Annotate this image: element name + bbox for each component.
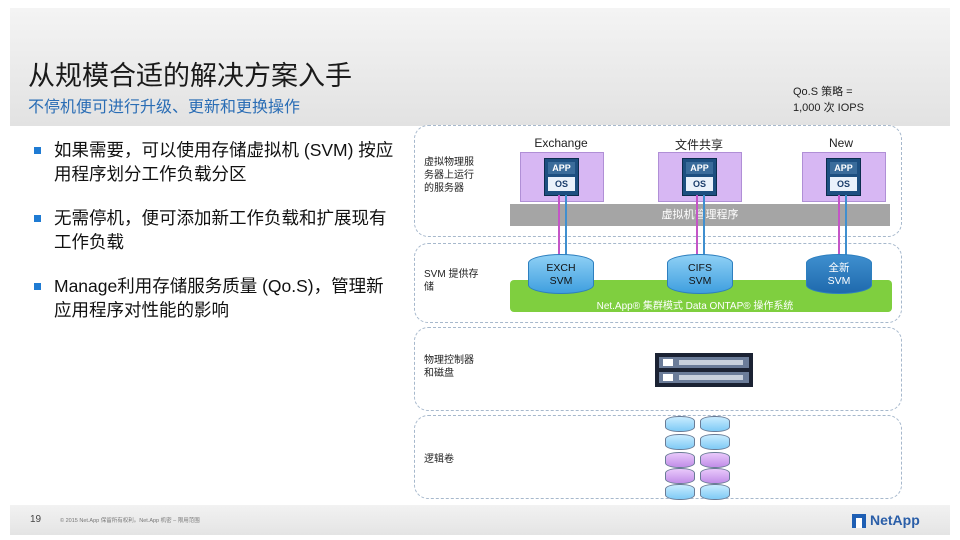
svm-exch: EXCH SVM [528,254,594,294]
drive-icon [665,452,695,468]
drive-icon [700,434,730,450]
column-label-file-share: 文件共享 [674,138,723,152]
qos-note-line1: Qo.S 策略 = [793,86,853,98]
svm-line1: EXCH [546,262,576,274]
drive-icon [700,468,730,484]
connection-pipe [838,195,840,257]
netapp-logo: NetApp [852,512,942,530]
vm-host-label: 虚拟物理服务器上运行的服务器 [424,157,474,194]
app-os-icon: APP OS [544,158,579,196]
drive-icon [665,416,695,432]
header-band [10,8,950,126]
svm-line1: CIFS [688,262,712,274]
bullet-marker-icon [34,215,41,222]
slide-subtitle: 不停机便可进行升级、更新和更换操作 [28,99,301,116]
drive-icon [700,452,730,468]
copyright-text: © 2015 Net.App 保留所有权利。Net.App 机密 – 限用范围 [60,518,200,524]
connection-pipe [845,195,847,257]
slide-title: 从规模合适的解决方案入手 [28,61,352,91]
netapp-logo-text: NetApp [870,512,920,528]
bullet-marker-icon [34,147,41,154]
svm-new: 全新 SVM [806,254,872,294]
os-label: OS [830,177,857,191]
page-number: 19 [30,514,42,525]
vm-new: APP OS [802,152,886,202]
svm-provide-label: SVM 提供存储 [424,269,479,293]
qos-policy-note: Qo.S 策略 = 1,000 次 IOPS [793,84,943,116]
hypervisor-bar: 虚拟机管理程序 [510,204,890,226]
bullet-list: 如果需要，可以使用存储虚拟机 (SVM) 按应用程序划分工作负载分区 无需停机，… [34,138,394,342]
drive-icon [665,484,695,500]
storage-controller-icon [655,353,753,387]
drive-icon [665,468,695,484]
bullet-marker-icon [34,283,41,290]
bullet-item: Manage利用存储服务质量 (Qo.S)，管理新应用程序对性能的影响 [34,274,394,322]
qos-note-line2: 1,000 次 IOPS [793,102,864,114]
drive-icon [700,484,730,500]
app-os-icon: APP OS [826,158,861,196]
svm-cifs: CIFS SVM [667,254,733,294]
app-label: APP [548,162,575,174]
connection-pipe [703,195,705,257]
bullet-text: 无需停机，便可添加新工作负载和扩展现有工作负载 [54,208,387,252]
os-label: OS [686,177,713,191]
svm-line1: 全新 [828,262,850,274]
vm-exchange: APP OS [520,152,604,202]
controller-label: 物理控制器和磁盘 [424,355,474,379]
column-label-new: New [828,136,853,150]
drive-icon [665,434,695,450]
drive-icon [700,416,730,432]
logical-volume-panel [414,415,902,499]
footer-band [10,505,950,535]
bullet-text: 如果需要，可以使用存储虚拟机 (SVM) 按应用程序划分工作负载分区 [54,140,394,184]
os-label: OS [548,177,575,191]
svm-line2: SVM [549,275,573,287]
column-label-exchange: Exchange [534,136,588,150]
app-label: APP [830,162,857,174]
logical-volume-label: 逻辑卷 [424,454,454,465]
connection-pipe [696,195,698,257]
app-os-icon: APP OS [682,158,717,196]
bullet-item: 无需停机，便可添加新工作负载和扩展现有工作负载 [34,206,394,254]
netapp-logo-icon [852,514,866,528]
vm-file-share: APP OS [658,152,742,202]
svm-line2: SVM [827,275,851,287]
app-label: APP [686,162,713,174]
bullet-text: Manage利用存储服务质量 (Qo.S)，管理新应用程序对性能的影响 [54,276,384,320]
cluster-ontap-label: Net.App® 集群模式 Data ONTAP® 操作系统 [596,301,794,312]
connection-pipe [558,195,560,257]
svm-line2: SVM [688,275,712,287]
connection-pipe [565,195,567,257]
bullet-item: 如果需要，可以使用存储虚拟机 (SVM) 按应用程序划分工作负载分区 [34,138,394,186]
